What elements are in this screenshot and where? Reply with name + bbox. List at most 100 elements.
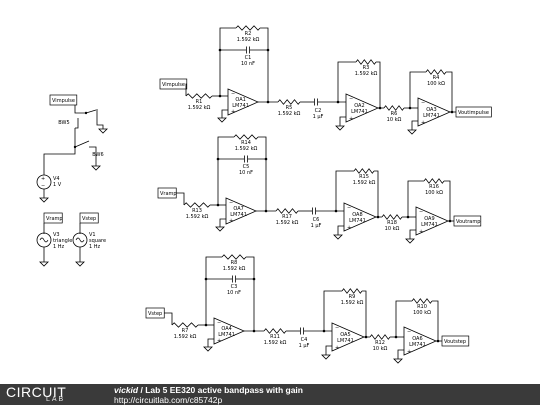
component-label: 1.592 kΩ: [355, 71, 378, 77]
switch-blade: [85, 109, 97, 114]
component-label: 100 kΩ: [425, 190, 443, 196]
component-label: 1 µF: [299, 343, 310, 349]
component-label: 10 nF: [239, 170, 253, 176]
wire: [376, 61, 381, 108]
component-label: 100 kΩ: [427, 81, 445, 87]
circuit-title: vickid / Lab 5 EE320 active bandpass wit…: [114, 385, 303, 395]
wire: [75, 118, 79, 129]
component-label: R14: [241, 140, 251, 146]
dc-source-plus: +: [41, 176, 45, 182]
resistor-symbol: [341, 288, 363, 294]
component-label: R2: [245, 31, 252, 37]
component-label: 1 V: [53, 182, 62, 188]
component-label: 1.592 kΩ: [186, 214, 209, 220]
opamp-model: LM741: [218, 332, 235, 338]
output-tag: Voutimpulse: [458, 110, 489, 116]
component-label: 10 kΩ: [387, 117, 402, 123]
component-label: 1.592 kΩ: [223, 266, 246, 272]
opamp-name: OA1: [235, 97, 245, 103]
component-label: V4: [53, 176, 60, 182]
opamp-model: LM741: [409, 342, 426, 348]
component-label: C1: [245, 55, 252, 61]
component-label: R18: [387, 220, 397, 226]
opamp-symbol: [417, 97, 451, 127]
opamp-model: LM741: [337, 338, 354, 344]
opamp-minus: −: [335, 325, 339, 331]
resistor-symbol: [381, 214, 403, 220]
switch-label: BW6: [92, 152, 103, 158]
circuitlab-logo-sub: LAB: [46, 396, 66, 403]
component-label: C2: [315, 108, 322, 114]
generator-tag-box: [43, 212, 63, 224]
component-label: 1.592 kΩ: [188, 105, 211, 111]
wire: [362, 290, 367, 337]
opamp-plus: +: [419, 229, 423, 235]
component-label: R11: [270, 334, 280, 340]
wire: [446, 71, 453, 112]
component-label: 1 Hz: [53, 244, 65, 250]
wire: [397, 349, 404, 359]
component-label: R17: [282, 214, 292, 220]
author-name[interactable]: vickid: [114, 385, 139, 395]
junction-dot: [266, 48, 270, 52]
component-label: 100 kΩ: [413, 310, 431, 316]
component-label: C3: [231, 284, 238, 290]
opamp-symbol: [415, 206, 449, 236]
ground-symbol: [39, 197, 49, 203]
component-label: 1.592 kΩ: [276, 220, 299, 226]
opamp-model: LM741: [423, 113, 440, 119]
opamp-name: OA5: [340, 332, 350, 338]
ground-symbol: [217, 117, 227, 123]
component-label: 1.592 kΩ: [237, 37, 260, 43]
opamp-minus: −: [347, 205, 351, 211]
opamp-plus: +: [335, 345, 339, 351]
output-tag-box: [441, 335, 470, 347]
junction-dot: [204, 277, 208, 281]
input-tag: Vimpulse: [162, 82, 185, 88]
wire: [176, 192, 185, 205]
opamp-minus: −: [231, 91, 235, 97]
ground-symbol: [203, 346, 213, 352]
sine-icon: [39, 237, 49, 243]
component-label: 1 µF: [311, 223, 322, 229]
wire: [207, 338, 214, 347]
opamp-name: OA2: [354, 103, 364, 109]
output-tag: Voutramp: [456, 219, 480, 225]
component-label: R3: [363, 65, 370, 71]
wire: [258, 136, 267, 211]
component-label: 1 µF: [313, 114, 324, 120]
ground-symbol: [405, 238, 415, 244]
opamp-model: LM741: [349, 218, 366, 224]
wire: [339, 116, 346, 126]
wire: [444, 180, 451, 221]
ground-symbol: [98, 128, 108, 134]
wire: [74, 105, 86, 114]
resistor-symbol: [277, 99, 301, 105]
wire: [205, 256, 222, 325]
wire: [395, 300, 412, 337]
resistor-symbol: [423, 178, 445, 184]
opamp-model: LM741: [232, 103, 249, 109]
resistor-symbol: [263, 328, 287, 334]
footer-bar: CIRCUIT LAB vickid / Lab 5 EE320 active …: [0, 384, 540, 405]
component-label: C4: [301, 337, 308, 343]
wire: [325, 345, 332, 355]
ground-symbol: [333, 234, 343, 240]
opamp-plus: +: [421, 120, 425, 126]
component-label: 1 Hz: [89, 244, 101, 250]
junction-dot: [218, 48, 222, 52]
ground-symbol: [215, 226, 225, 232]
sine-icon: [75, 237, 85, 243]
circuitlab-logo: CIRCUIT: [6, 384, 67, 400]
opamp-name: OA8: [352, 212, 362, 218]
component-label: R9: [349, 294, 356, 300]
component-label: R8: [231, 260, 238, 266]
component-label: R10: [417, 304, 427, 310]
wire: [407, 180, 424, 217]
circuit-url[interactable]: http://circuitlab.com/c85742p: [114, 395, 223, 405]
component-label: V3: [53, 232, 60, 238]
component-label: R5: [286, 105, 293, 111]
circuit-name: Lab 5 EE320 active bandpass with gain: [145, 385, 303, 395]
